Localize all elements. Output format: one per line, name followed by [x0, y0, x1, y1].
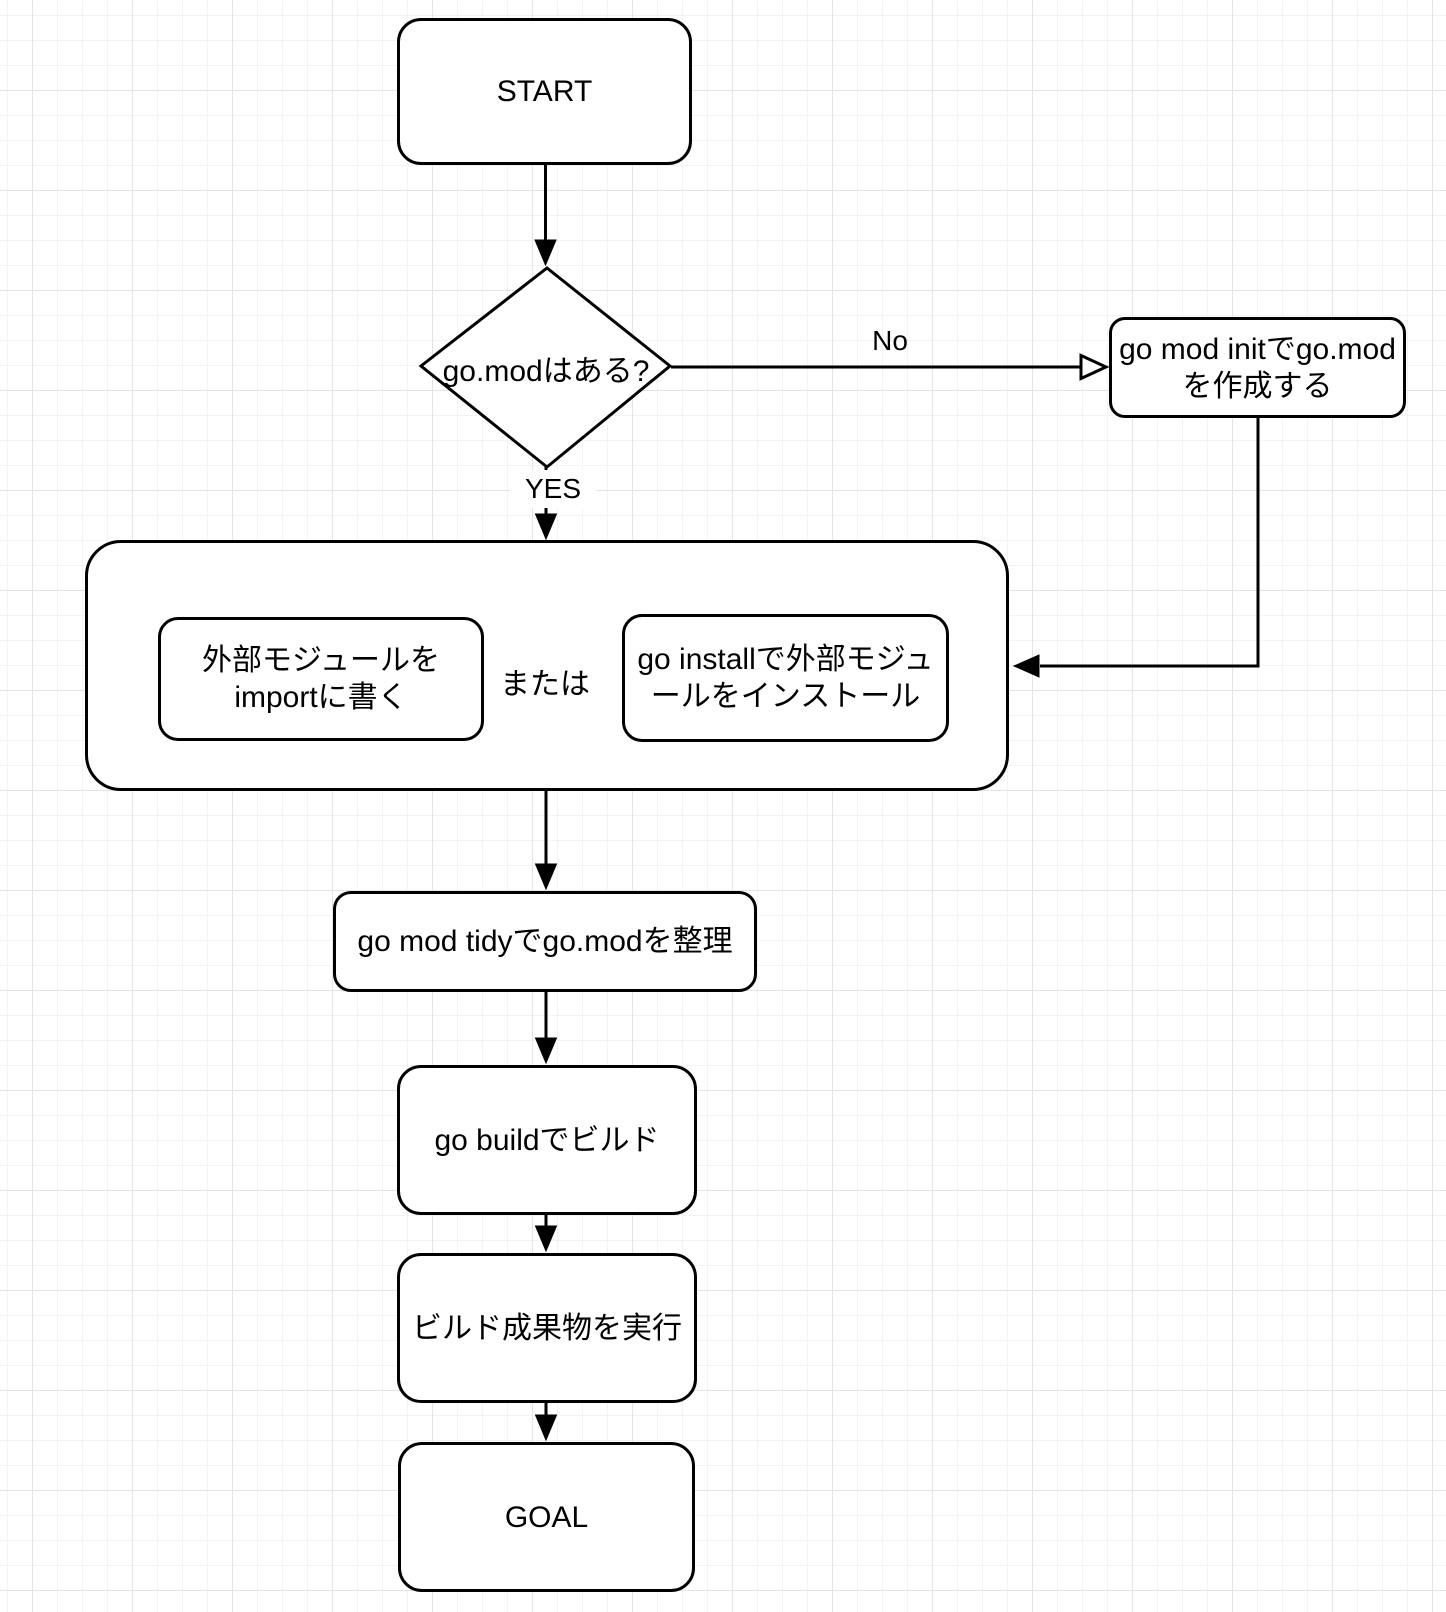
- import-label-line2: importに書く: [234, 681, 408, 714]
- arrowhead-left-icon: [1012, 654, 1040, 678]
- build-label: go buildでビルド: [434, 1123, 660, 1157]
- decision-label: go.modはある?: [442, 354, 650, 388]
- edge-tidy-to-build: [534, 991, 558, 1065]
- arrowhead-down-icon: [534, 1225, 558, 1253]
- arrowhead-down-icon: [534, 513, 558, 541]
- arrowhead-down-icon: [534, 239, 557, 267]
- edge-start-to-decision: [534, 164, 557, 267]
- goal-label: GOAL: [504, 1500, 589, 1534]
- start-label: START: [496, 75, 593, 108]
- edge-init-to-group: [1012, 418, 1260, 678]
- build-node: go buildでビルド: [397, 1065, 697, 1215]
- or-label-text: または: [500, 668, 590, 701]
- decision-node: go.modはある?: [421, 268, 671, 467]
- arrowhead-down-icon: [534, 1037, 558, 1065]
- tidy-node: go mod tidyでgo.modを整理: [333, 891, 757, 992]
- arrowhead-open-right-icon: [1079, 353, 1110, 381]
- edge-group-to-tidy: [534, 790, 558, 891]
- yes-edge-label: YES: [510, 470, 596, 508]
- arrowhead-down-icon: [534, 1414, 558, 1442]
- import-label-line1: 外部モジュールを: [202, 644, 440, 677]
- init-node: go mod initでgo.mod を作成する: [1109, 317, 1406, 418]
- install-label-line2: ールをインストール: [650, 680, 921, 713]
- edge-run-to-goal: [534, 1402, 558, 1442]
- goal-node: GOAL: [398, 1442, 695, 1592]
- run-node: ビルド成果物を実行: [397, 1253, 697, 1403]
- arrowhead-down-icon: [534, 863, 558, 891]
- start-node: START: [397, 18, 692, 165]
- run-label: ビルド成果物を実行: [412, 1311, 682, 1345]
- edge-build-to-run: [534, 1214, 558, 1253]
- init-label-line2: を作成する: [1182, 369, 1333, 403]
- no-edge-label: No: [854, 322, 926, 360]
- edge-line: [1040, 418, 1260, 668]
- install-node: go installで外部モジュ ールをインストール: [622, 614, 949, 742]
- import-node: 外部モジュールを importに書く: [158, 617, 484, 741]
- tidy-label: go mod tidyでgo.modを整理: [357, 925, 733, 958]
- install-label-line1: go installで外部モジュ: [637, 643, 934, 676]
- yes-label-text: YES: [524, 473, 582, 504]
- no-label-text: No: [872, 325, 908, 356]
- or-label: または: [495, 660, 595, 702]
- init-label-line1: go mod initでgo.mod: [1119, 332, 1396, 366]
